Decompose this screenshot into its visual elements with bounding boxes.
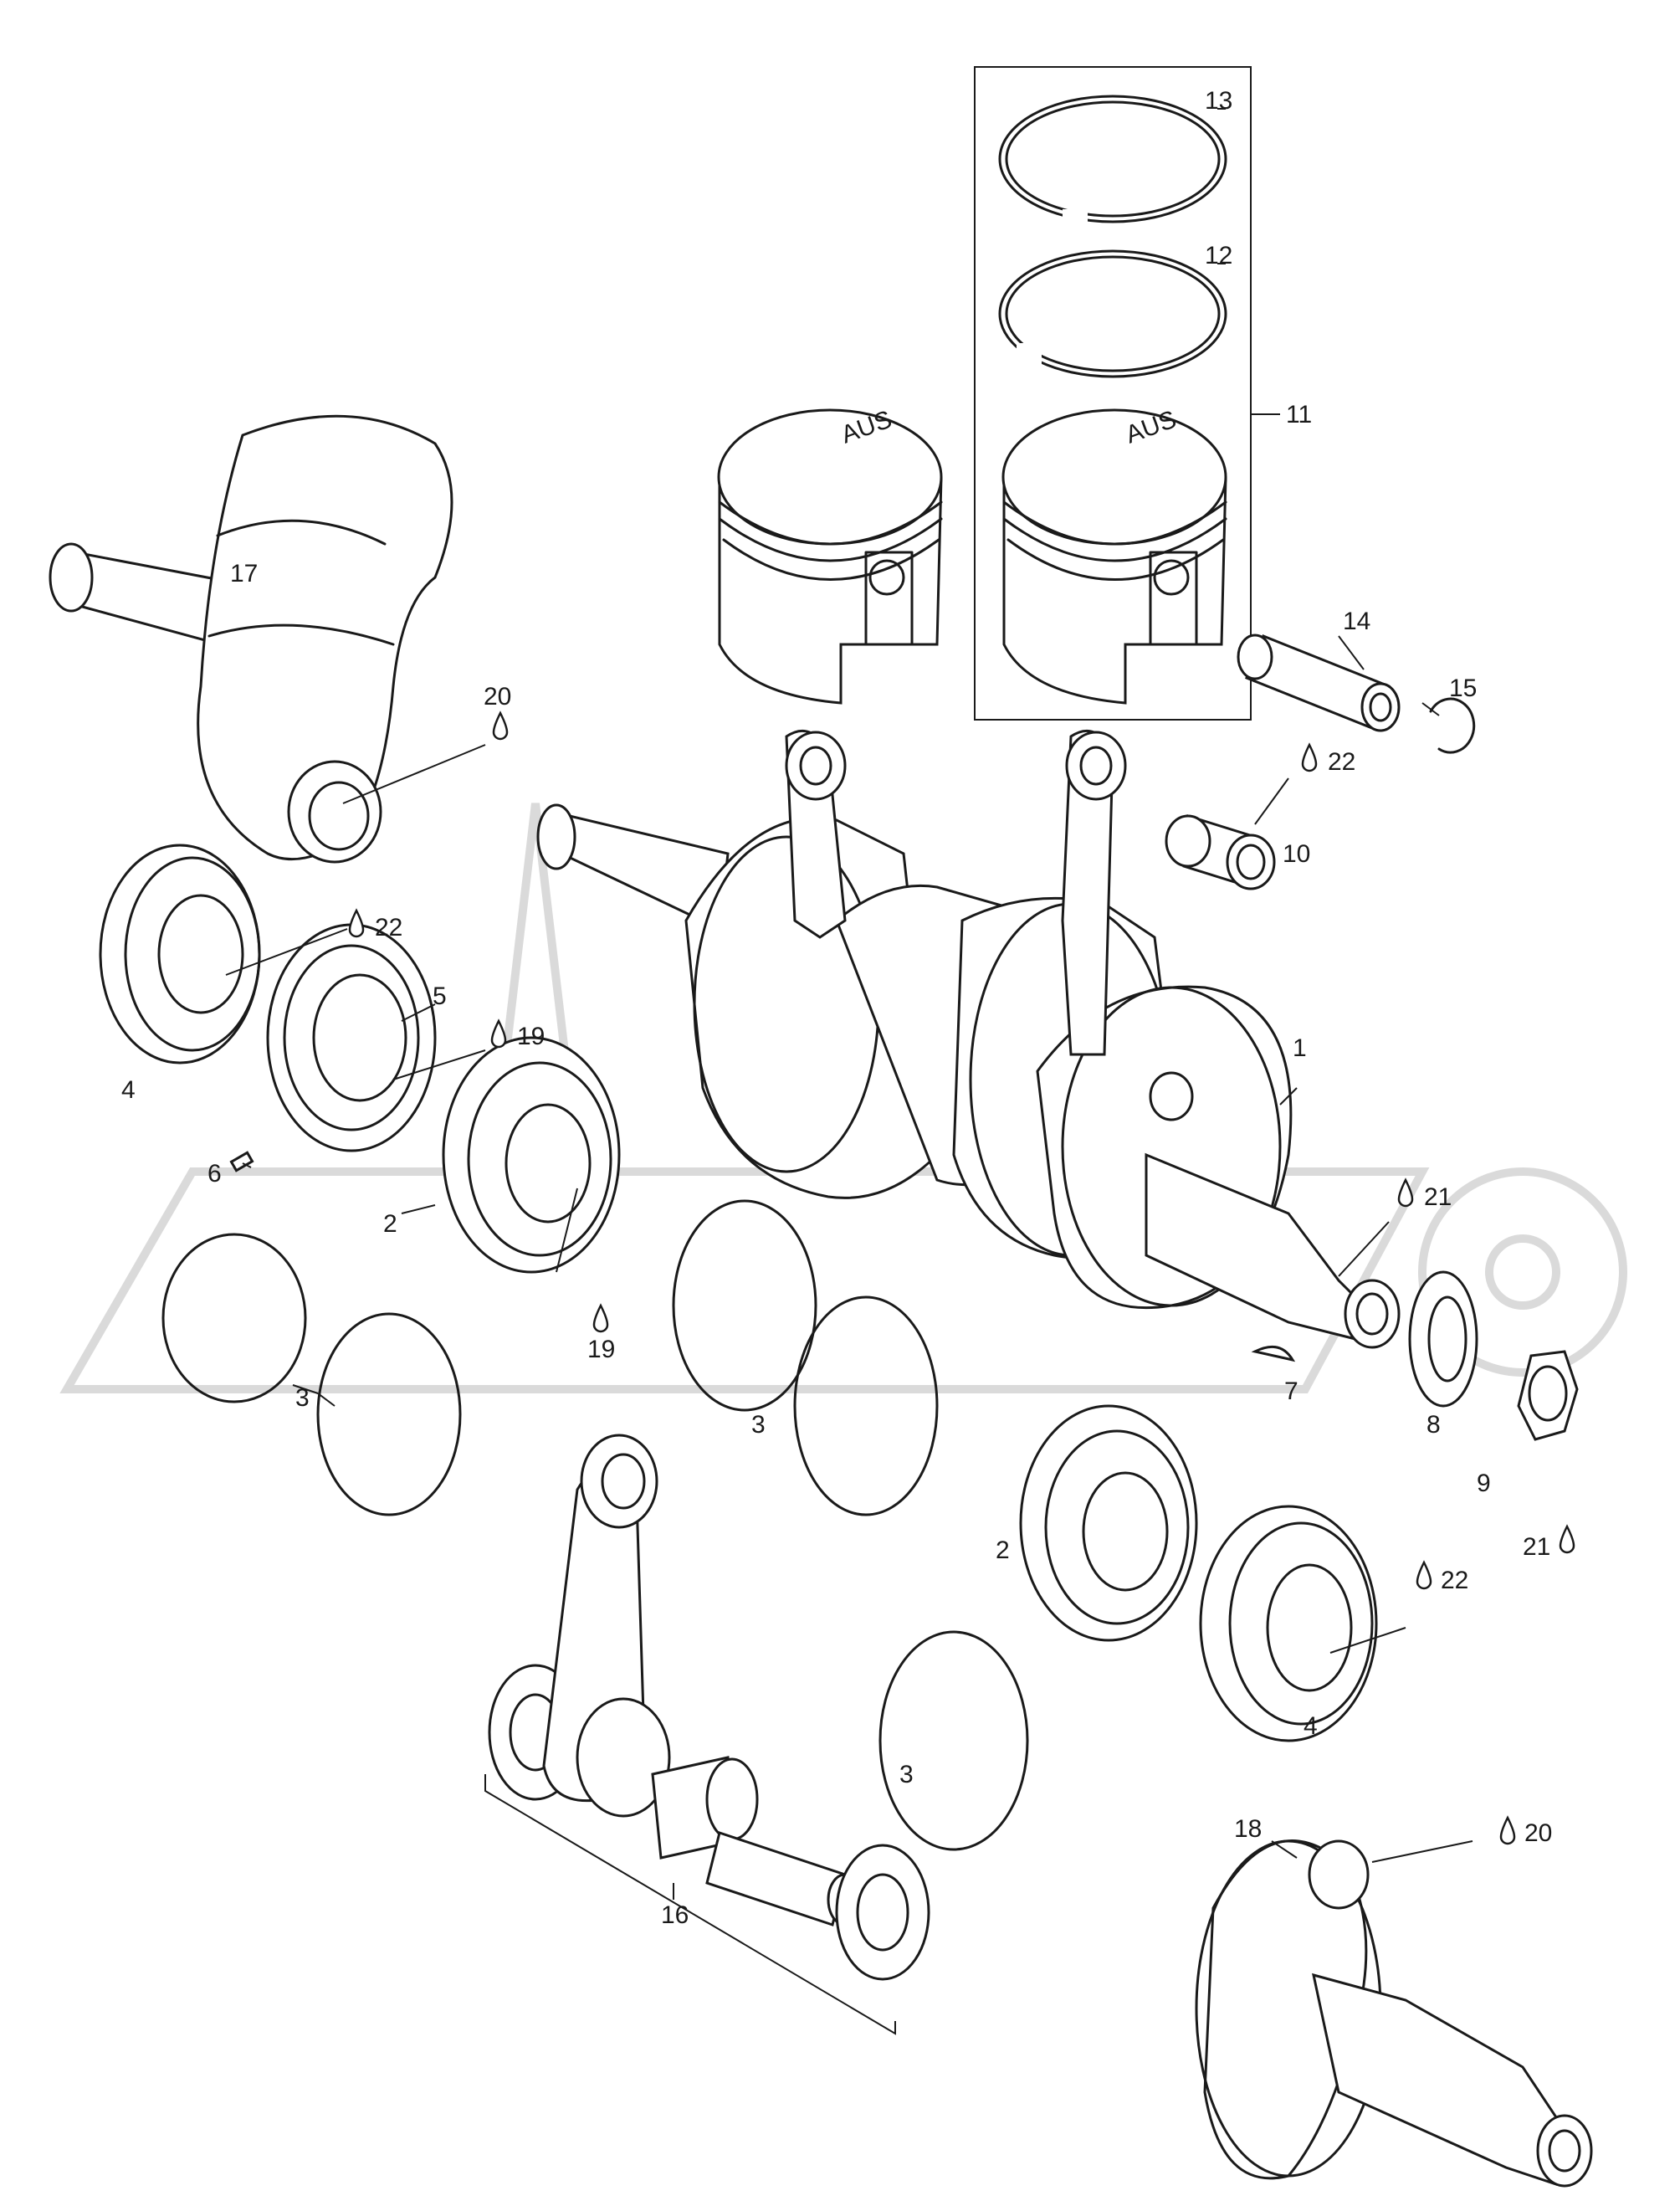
callout-3: 3 bbox=[295, 1384, 310, 1412]
callout-1: 1 bbox=[1293, 1034, 1307, 1062]
connecting-rod-kit bbox=[484, 1434, 930, 2035]
oil-seal-left bbox=[99, 844, 261, 1065]
callout-14: 14 bbox=[1343, 608, 1370, 635]
lube-drop-icon bbox=[592, 1303, 609, 1333]
callout-2: 2 bbox=[383, 1210, 397, 1238]
needle-bearing-small-end bbox=[1165, 814, 1276, 890]
piston-pin-circlip bbox=[1429, 697, 1476, 754]
callout-21: 21 bbox=[1523, 1533, 1550, 1561]
crankshaft-assembly bbox=[536, 729, 1401, 1349]
callout-12: 12 bbox=[1205, 242, 1232, 269]
lube-drop-icon bbox=[1559, 1524, 1575, 1554]
callout-22: 22 bbox=[1441, 1567, 1468, 1594]
callout-2: 2 bbox=[996, 1537, 1010, 1564]
woodruff-key bbox=[1251, 1345, 1296, 1362]
leader-lines bbox=[225, 108, 1473, 1900]
callout-3: 3 bbox=[751, 1411, 766, 1439]
oil-seal-right bbox=[1199, 1505, 1378, 1742]
callout-labels: 1 2 2 3 3 3 4 4 5 6 7 8 9 10 11 12 13 14… bbox=[121, 87, 1552, 1929]
callout-19: 19 bbox=[517, 1023, 545, 1050]
callout-4: 4 bbox=[121, 1076, 136, 1104]
piston-ring-second bbox=[998, 249, 1227, 378]
lube-drop-icon bbox=[1397, 1177, 1414, 1208]
callout-18: 18 bbox=[1234, 1815, 1262, 1843]
callout-21: 21 bbox=[1424, 1183, 1452, 1211]
callout-20: 20 bbox=[1524, 1819, 1552, 1847]
lube-drop-icon bbox=[1301, 742, 1318, 772]
piston: AUS bbox=[717, 405, 943, 705]
callout-8: 8 bbox=[1426, 1411, 1441, 1439]
callout-11: 11 bbox=[1286, 401, 1312, 428]
crankshaft-nut bbox=[1517, 1350, 1579, 1441]
piston-in-kit: AUS bbox=[1001, 405, 1227, 705]
lube-drop-icon bbox=[348, 908, 365, 938]
callout-22: 22 bbox=[375, 914, 402, 941]
callout-7: 7 bbox=[1284, 1377, 1298, 1405]
lubrication-symbols bbox=[348, 711, 1575, 1845]
o-ring bbox=[161, 1199, 1029, 1851]
lube-drop-icon bbox=[492, 711, 509, 741]
crankshaft-half-right bbox=[1195, 1839, 1593, 2188]
callout-22: 22 bbox=[1328, 748, 1355, 776]
ball-bearing-right bbox=[1019, 1404, 1198, 1642]
callout-19: 19 bbox=[587, 1336, 615, 1363]
callout-20: 20 bbox=[484, 683, 511, 711]
callout-5: 5 bbox=[433, 982, 447, 1010]
callout-15: 15 bbox=[1449, 675, 1477, 702]
dowel-pin bbox=[229, 1151, 254, 1172]
lube-drop-icon bbox=[490, 1018, 507, 1049]
callout-10: 10 bbox=[1283, 840, 1310, 868]
lube-drop-icon bbox=[1416, 1560, 1432, 1590]
crankshaft-half-left bbox=[49, 414, 453, 864]
ball-bearing-center bbox=[442, 1036, 621, 1274]
callout-13: 13 bbox=[1205, 87, 1232, 115]
piston-ring-top bbox=[998, 95, 1227, 226]
callout-4: 4 bbox=[1304, 1712, 1318, 1740]
callout-9: 9 bbox=[1477, 1470, 1491, 1497]
piston-pin bbox=[1237, 634, 1401, 732]
watermark bbox=[59, 803, 1627, 1393]
callout-16: 16 bbox=[661, 1901, 689, 1929]
lock-washer bbox=[1408, 1270, 1478, 1408]
ball-bearing-left bbox=[266, 923, 437, 1152]
callout-6: 6 bbox=[207, 1160, 222, 1188]
lube-drop-icon bbox=[1499, 1815, 1516, 1845]
callout-3: 3 bbox=[899, 1761, 914, 1788]
callout-17: 17 bbox=[230, 560, 258, 587]
piston-kit-frame bbox=[974, 66, 1280, 721]
